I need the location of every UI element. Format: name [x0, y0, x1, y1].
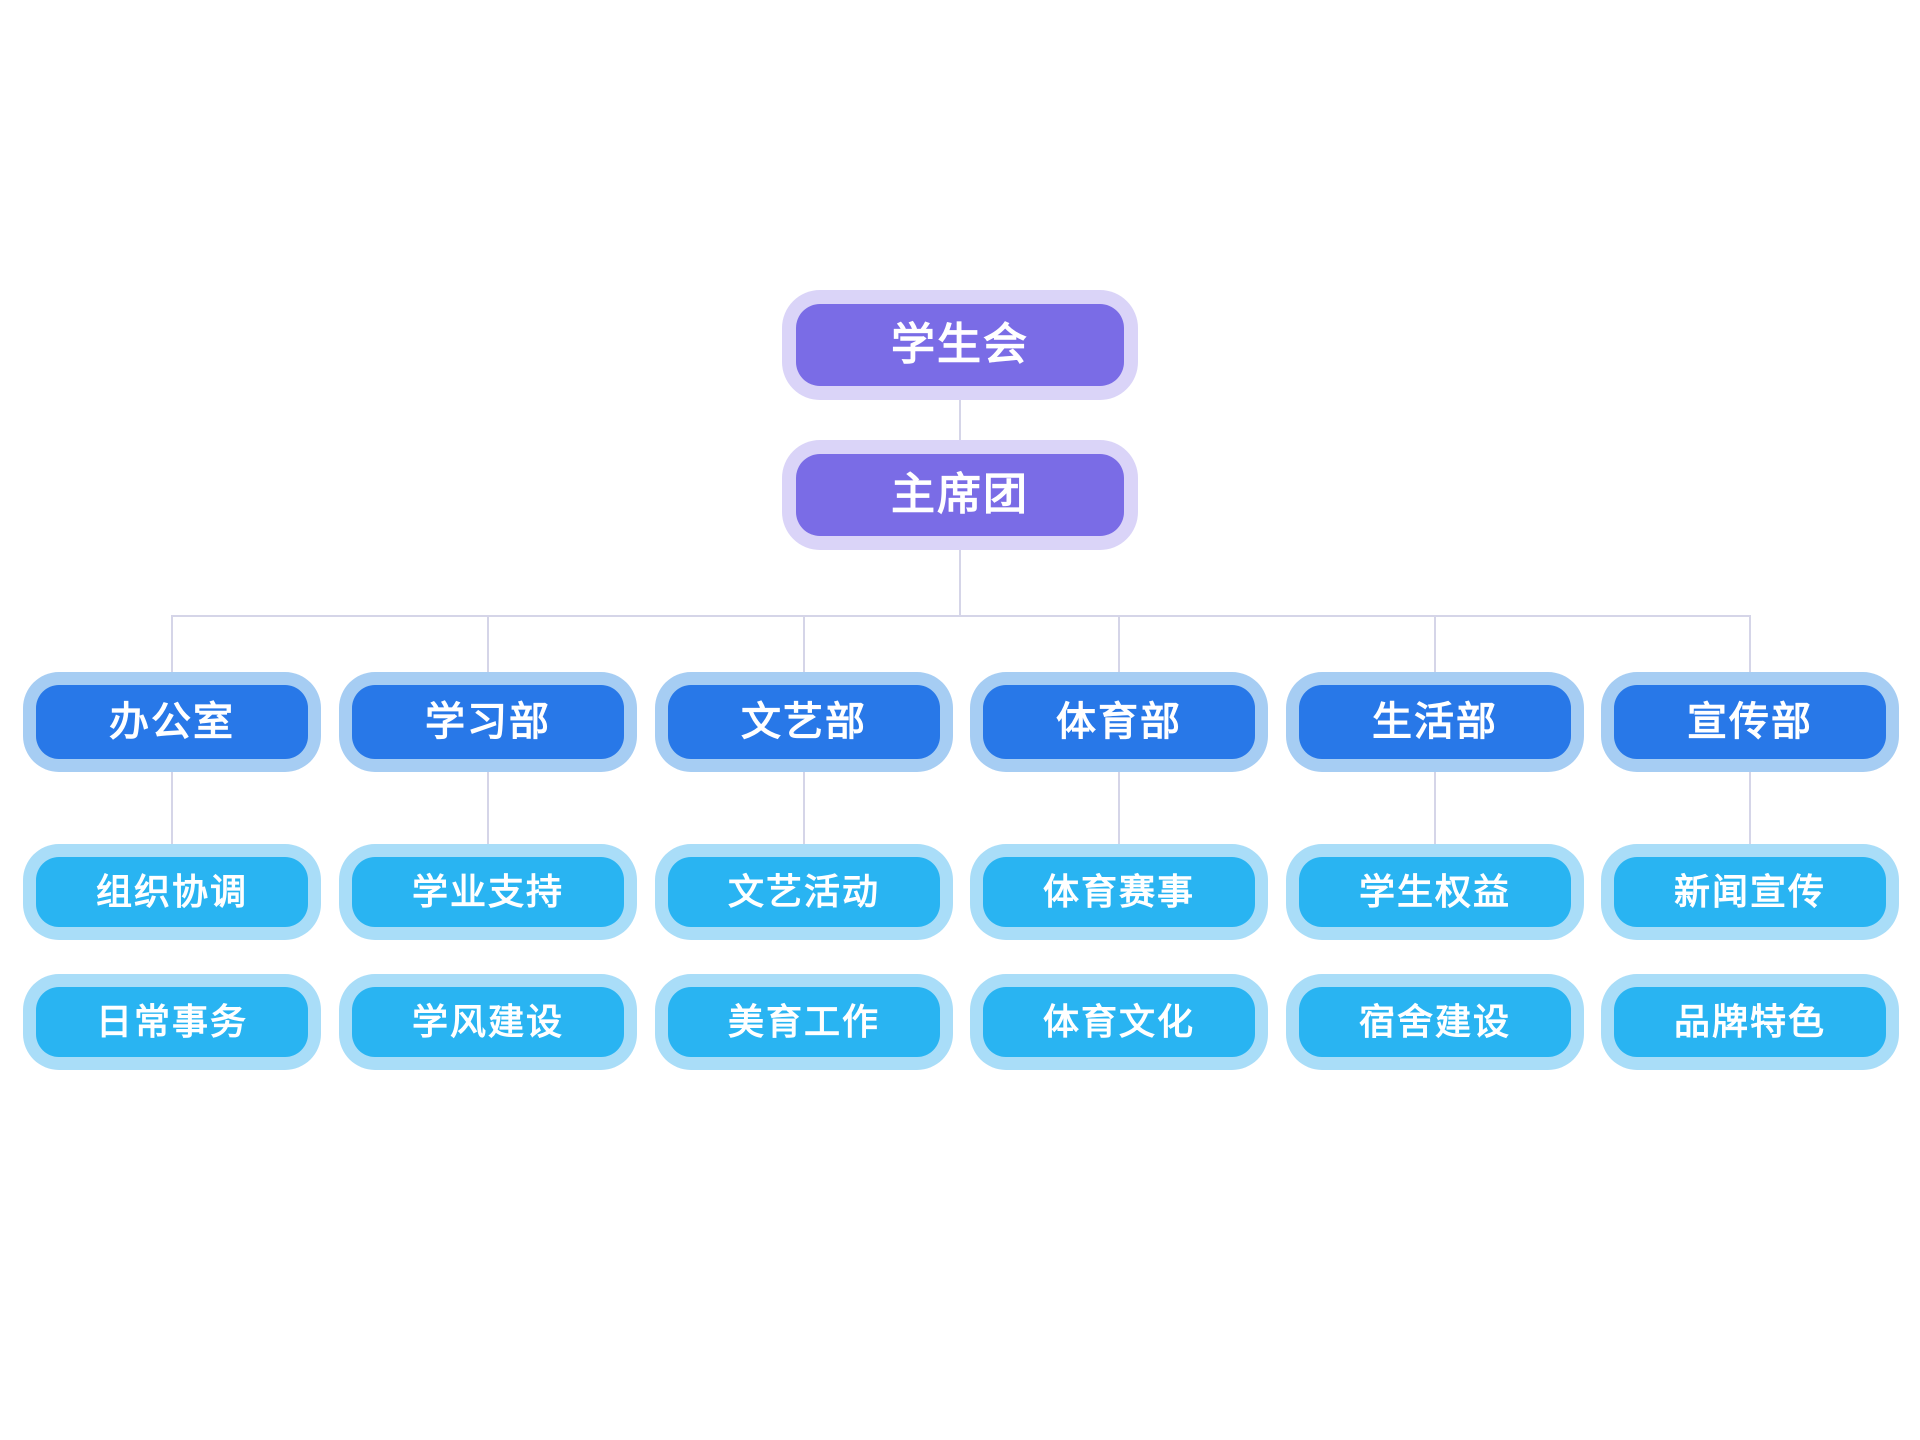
- node-dept-office-label: 办公室: [36, 685, 308, 759]
- node-dept-arts-label: 文艺部: [668, 685, 940, 759]
- connector-presidium-bus: [959, 550, 961, 616]
- node-brand-features-label: 品牌特色: [1614, 987, 1886, 1057]
- node-brand-features: 品牌特色: [1601, 974, 1899, 1070]
- node-aesthetic-education: 美育工作: [655, 974, 953, 1070]
- connector-bus-sports-dept: [1118, 615, 1120, 673]
- node-sports-culture-label: 体育文化: [983, 987, 1255, 1057]
- node-sports-events: 体育赛事: [970, 844, 1268, 940]
- connector-bus-office: [171, 615, 173, 673]
- node-arts-activities: 文艺活动: [655, 844, 953, 940]
- connector-bus-line: [172, 615, 1750, 617]
- connector-bus-life-dept: [1434, 615, 1436, 673]
- node-sports-events-label: 体育赛事: [983, 857, 1255, 927]
- connector-arts-dept-child: [803, 772, 805, 845]
- node-dept-office: 办公室: [23, 672, 321, 772]
- node-student-rights-label: 学生权益: [1299, 857, 1571, 927]
- node-daily-affairs-label: 日常事务: [36, 987, 308, 1057]
- node-org-coordination-label: 组织协调: [36, 857, 308, 927]
- node-dept-life-label: 生活部: [1299, 685, 1571, 759]
- connector-sports-dept-child: [1118, 772, 1120, 845]
- node-sports-culture: 体育文化: [970, 974, 1268, 1070]
- node-dept-sports-label: 体育部: [983, 685, 1255, 759]
- node-aesthetic-education-label: 美育工作: [668, 987, 940, 1057]
- node-dept-sports: 体育部: [970, 672, 1268, 772]
- connector-bus-publicity-dept: [1749, 615, 1751, 673]
- node-academic-support: 学业支持: [339, 844, 637, 940]
- connector-root-presidium: [959, 400, 961, 440]
- node-academic-support-label: 学业支持: [352, 857, 624, 927]
- node-study-style: 学风建设: [339, 974, 637, 1070]
- node-student-union: 学生会: [782, 290, 1138, 400]
- node-presidium-label: 主席团: [796, 454, 1124, 536]
- node-dept-study-label: 学习部: [352, 685, 624, 759]
- node-student-union-label: 学生会: [796, 304, 1124, 386]
- connector-bus-study-dept: [487, 615, 489, 673]
- node-dept-study: 学习部: [339, 672, 637, 772]
- node-dept-life: 生活部: [1286, 672, 1584, 772]
- node-dept-publicity: 宣传部: [1601, 672, 1899, 772]
- connector-study-dept-child: [487, 772, 489, 845]
- node-dorm-construction: 宿舍建设: [1286, 974, 1584, 1070]
- node-daily-affairs: 日常事务: [23, 974, 321, 1070]
- node-presidium: 主席团: [782, 440, 1138, 550]
- node-news-publicity: 新闻宣传: [1601, 844, 1899, 940]
- node-study-style-label: 学风建设: [352, 987, 624, 1057]
- connector-office-child: [171, 772, 173, 845]
- node-dept-publicity-label: 宣传部: [1614, 685, 1886, 759]
- node-student-rights: 学生权益: [1286, 844, 1584, 940]
- node-news-publicity-label: 新闻宣传: [1614, 857, 1886, 927]
- node-arts-activities-label: 文艺活动: [668, 857, 940, 927]
- node-dorm-construction-label: 宿舍建设: [1299, 987, 1571, 1057]
- connector-publicity-dept-child: [1749, 772, 1751, 845]
- node-dept-arts: 文艺部: [655, 672, 953, 772]
- connector-bus-arts-dept: [803, 615, 805, 673]
- node-org-coordination: 组织协调: [23, 844, 321, 940]
- connector-life-dept-child: [1434, 772, 1436, 845]
